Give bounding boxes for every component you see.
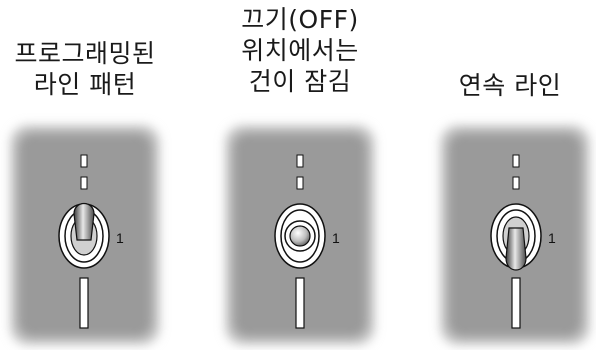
toggle-lever — [73, 202, 95, 241]
caption-programmed-line-pattern: 프로그래밍된 라인 패턴 — [14, 39, 156, 99]
switch-1: 1 — [10, 125, 160, 345]
caption-off-locked: 끄기(OFF) 위치에서는 건이 잠김 — [241, 5, 359, 96]
switch-number: 1 — [116, 230, 124, 246]
switch-number: 1 — [548, 230, 556, 246]
toggle-lever — [505, 227, 527, 271]
switch-knob — [289, 225, 311, 247]
position-mark — [296, 154, 304, 168]
position-mark — [80, 176, 88, 190]
position-mark — [296, 176, 304, 190]
position-mark — [512, 154, 520, 168]
switch-2: 1 — [225, 125, 375, 345]
switch-3: 1 — [440, 125, 590, 345]
position-mark — [512, 176, 520, 190]
position-mark — [80, 154, 88, 168]
position-line — [511, 277, 521, 329]
position-line — [79, 277, 89, 329]
switch-number: 1 — [332, 230, 340, 246]
caption-continuous-line: 연속 라인 — [458, 71, 562, 100]
position-line — [295, 277, 305, 329]
